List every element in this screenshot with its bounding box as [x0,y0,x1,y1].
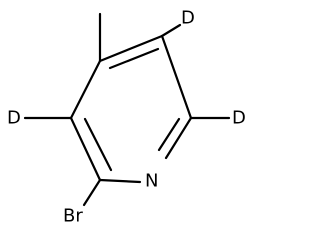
bond-c5-d-top [160,23,182,38]
bond-c2-br [82,178,102,207]
bond-c6-n1-double [157,117,181,152]
bond-c4-c5-double [108,47,160,70]
bond-c6-n1 [164,116,193,160]
atom-label-d-right: D [232,108,246,129]
atom-label-d-top: D [181,8,195,29]
bond-c2-c3-double [83,117,113,172]
atom-label-nitrogen: N [145,171,158,192]
bond-c2-c3 [69,116,102,182]
bond-c4-c5 [98,34,164,63]
molecule-structure-diagram: D D D N Br [7,8,246,227]
bond-c3-c4 [69,59,102,120]
atom-label-bromine: Br [63,206,83,227]
atom-label-d-left: D [7,108,21,129]
bond-n1-c2 [98,178,142,184]
bond-c5-c6 [160,34,193,120]
